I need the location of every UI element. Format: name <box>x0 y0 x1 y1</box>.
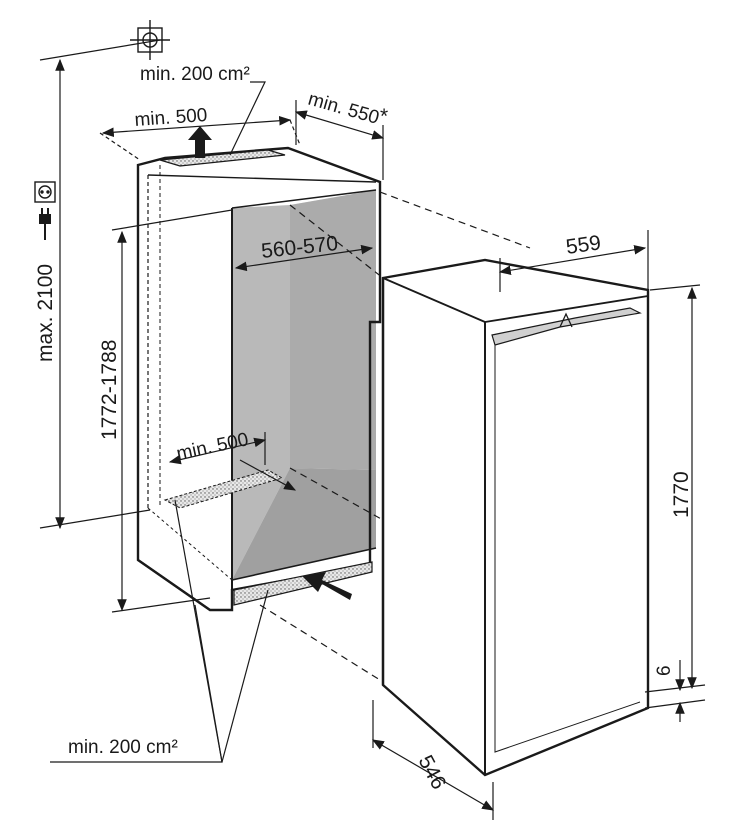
bottom-vent-grille <box>233 561 373 606</box>
inner-vent <box>163 469 284 509</box>
niche-floor <box>232 468 376 580</box>
plinth-gap-label: 6 <box>654 665 675 676</box>
niche-height-label: 1772-1788 <box>98 340 121 440</box>
appliance-body <box>381 258 650 777</box>
appliance-width-label: 559 <box>564 231 602 259</box>
dimension-lines <box>39 39 706 820</box>
appliance-height-label: 1770 <box>670 471 693 518</box>
max-height-label: max. 2100 <box>34 264 57 362</box>
bottom-vent-area-label: min. 200 cm² <box>68 737 178 758</box>
niche-depth-label: min. 550 <box>306 89 382 129</box>
top-vent-area-label: min. 200 cm² <box>140 64 250 85</box>
power-plug-icon <box>39 208 51 240</box>
power-socket-icon <box>34 181 56 203</box>
top-vent-depth-label: min. 500 <box>134 105 208 131</box>
niche-cabinet <box>136 146 382 612</box>
plumb-symbol-icon <box>130 20 170 60</box>
top-vent-grille <box>159 149 286 167</box>
niche-depth-asterisk: * <box>380 105 388 128</box>
appliance-depth-label: 546 <box>414 752 451 794</box>
